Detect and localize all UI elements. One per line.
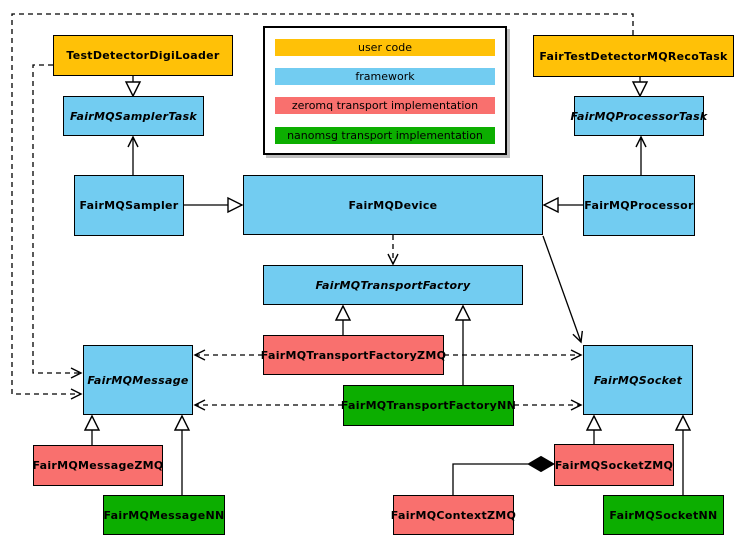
- node-fairmqtransportfactory: FairMQTransportFactory: [263, 265, 523, 305]
- legend-item-framework: framework: [275, 68, 495, 85]
- node-fairmqsocketnn: FairMQSocketNN: [603, 495, 724, 535]
- legend-item-user-code: user code: [275, 39, 495, 56]
- node-fairmqprocessor: FairMQProcessor: [583, 175, 695, 236]
- node-fairmqmessagenn: FairMQMessageNN: [103, 495, 225, 535]
- node-fairmqmessage: FairMQMessage: [83, 345, 193, 415]
- node-fairmqsamplertask: FairMQSamplerTask: [63, 96, 204, 136]
- node-fairmqmessagezmq: FairMQMessageZMQ: [32, 445, 163, 486]
- node-fairmqdevice: FairMQDevice: [243, 175, 543, 235]
- node-fairmqsocketzmq: FairMQSocketZMQ: [554, 444, 674, 486]
- node-fairmqtransportfactoryzmq: FairMQTransportFactoryZMQ: [261, 335, 446, 375]
- node-fairmqprocessortask: FairMQProcessorTask: [570, 96, 707, 136]
- legend: user code framework zeromq transport imp…: [263, 26, 507, 155]
- node-fairmqtransportfactorynn: FairMQTransportFactoryNN: [341, 385, 516, 426]
- node-fairmqcontextzmq: FairMQContextZMQ: [391, 495, 516, 535]
- node-testdetectordigiloader: TestDetectorDigiLoader: [53, 35, 233, 76]
- node-fairtestdetectormqrecotask: FairTestDetectorMQRecoTask: [533, 35, 734, 77]
- legend-item-zeromq: zeromq transport implementation: [275, 97, 495, 114]
- legend-item-nanomsg: nanomsg transport implementation: [275, 127, 495, 144]
- node-fairmqsampler: FairMQSampler: [74, 175, 184, 236]
- node-fairmqsocket: FairMQSocket: [583, 345, 693, 415]
- edge-device-socket-association: [542, 235, 584, 344]
- composition-diamond-icon: [526, 455, 556, 473]
- edge-socketzmq-contextzmq-composition: [452, 463, 528, 495]
